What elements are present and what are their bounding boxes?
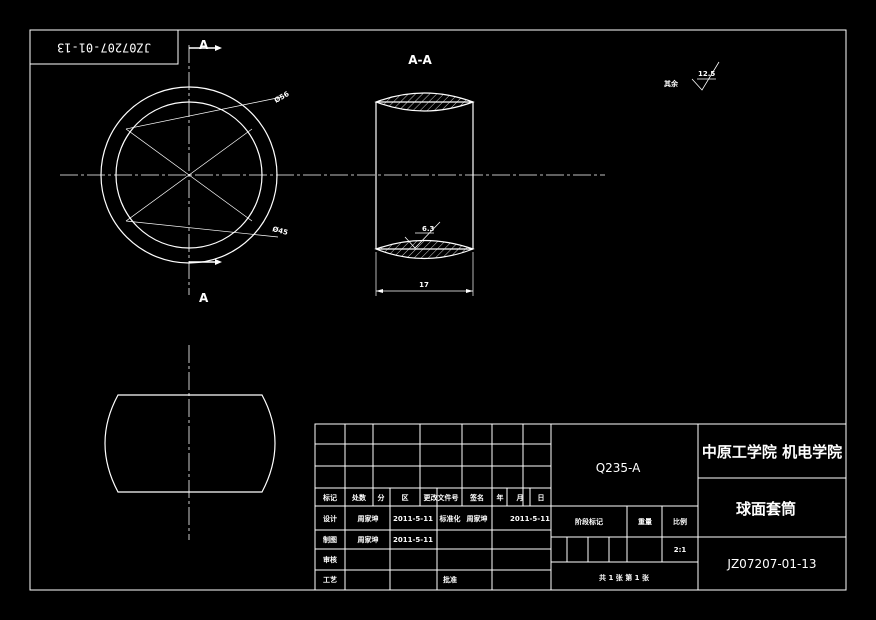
cell-design-3: 标准化 — [439, 514, 461, 523]
cell-design-5: 2011-5-11 — [510, 515, 550, 523]
cell-review: 审核 — [323, 555, 337, 564]
title-design-row: 设计 周家坤 2011-5-11 标准化 周家坤 2011-5-11 — [323, 514, 550, 523]
weight-label: 重量 — [638, 517, 652, 526]
cell-header-1: 处数 — [351, 493, 367, 502]
section-letter-top: A — [199, 38, 209, 52]
cell-design-0: 设计 — [323, 514, 337, 523]
circle-view — [60, 45, 605, 295]
bottom-hatched-region — [374, 239, 475, 260]
number-box — [29, 29, 179, 65]
scale-value: 2:1 — [674, 546, 687, 554]
cell-design-2: 2011-5-11 — [393, 515, 433, 523]
section-arrow-bottom — [189, 259, 222, 265]
title-block — [314, 423, 847, 591]
stage-label: 阶段标记 — [575, 517, 603, 526]
cell-process: 工艺 — [323, 575, 337, 584]
od-dimension: Ø56 — [273, 90, 291, 105]
material-text: Q235-A — [596, 461, 641, 475]
width-dimension: 17 — [419, 281, 429, 289]
number-box-text: JZ07207-01-13 — [57, 41, 151, 55]
cell-design-4: 周家坤 — [467, 514, 488, 523]
cell-header-5: 签名 — [469, 493, 484, 502]
cell-header-0: 标记 — [322, 493, 337, 502]
roughness-inner: 6.3 — [422, 225, 435, 233]
cell-header-8: 日 — [538, 494, 545, 502]
section-view — [374, 92, 475, 296]
roughness-symbol-general — [691, 61, 720, 91]
sheets-text: 共 1 张 第 1 张 — [599, 573, 650, 582]
title-header-row: 标记 处数 分 区 更改文件号 签名 年 月 日 — [322, 493, 545, 502]
od-leader — [125, 96, 283, 130]
part-name: 球面套筒 — [736, 500, 796, 518]
school-name: 中原工学院 机电学院 — [702, 443, 842, 461]
cell-header-2: 分 — [378, 493, 385, 502]
cell-header-3: 区 — [402, 494, 409, 502]
id-dimension: Ø45 — [271, 225, 288, 237]
cell-header-6: 年 — [497, 493, 504, 502]
cell-header-4: 更改文件号 — [424, 493, 459, 502]
id-leader — [125, 220, 279, 238]
roughness-symbol-inner — [404, 221, 441, 249]
title-draw-row: 制图 周家坤 2011-5-11 — [323, 535, 433, 544]
section-letter-bottom: A — [199, 291, 209, 305]
roughness-note: 其余 — [664, 79, 679, 88]
scale-label: 比例 — [673, 517, 687, 526]
section-arrow-top — [189, 45, 222, 51]
cell-header-7: 月 — [516, 494, 524, 502]
roughness-general: 12.5 — [698, 70, 715, 78]
cell-design-1: 周家坤 — [358, 514, 379, 523]
top-hatched-region — [374, 92, 475, 112]
section-title: A-A — [408, 53, 432, 67]
cell-draw-0: 制图 — [323, 535, 337, 544]
id-diameter-line — [125, 128, 253, 222]
cell-approve: 批准 — [443, 575, 457, 584]
drawing-number: JZ07207-01-13 — [726, 557, 816, 571]
cell-draw-2: 2011-5-11 — [393, 536, 433, 544]
cell-draw-1: 周家坤 — [358, 535, 379, 544]
side-profile-view — [104, 345, 276, 540]
